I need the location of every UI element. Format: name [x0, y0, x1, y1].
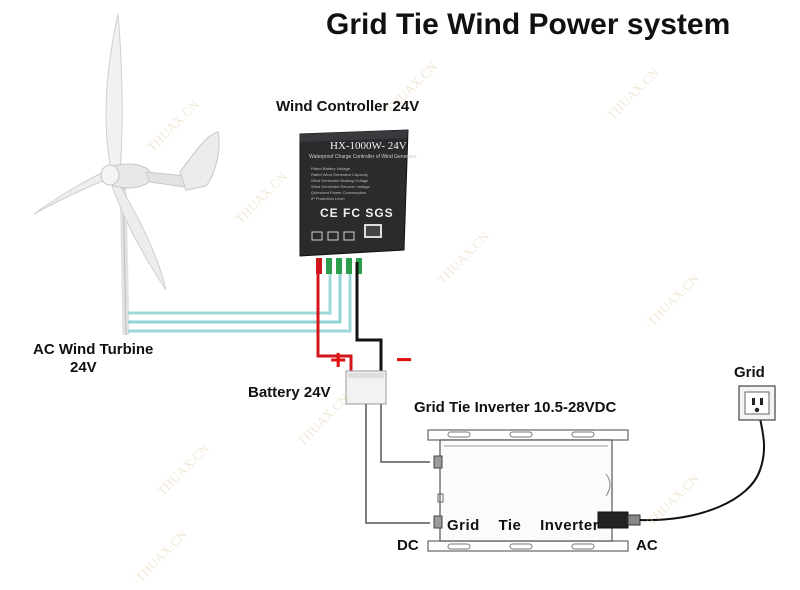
- inverter-panel-text: Grid Tie Inverter: [447, 517, 600, 534]
- ac-label: AC: [636, 537, 658, 554]
- grid-socket-icon: [738, 385, 776, 421]
- inverter-label: Grid Tie Inverter 10.5-28VDC: [414, 399, 617, 416]
- negative-terminal-label: −: [396, 344, 413, 375]
- positive-terminal-label: +: [330, 344, 347, 375]
- battery-label: Battery 24V: [248, 384, 331, 401]
- controller-spec: IP Protection Level: [311, 196, 345, 201]
- grid-tie-inverter-box: [427, 429, 641, 552]
- controller-spec: Quiescent Power Consumption: [311, 190, 367, 195]
- controller-spec: Rated Wind Generator Capacity: [311, 172, 368, 177]
- controller-subtitle: Waterproof Charge Controller of Wind Gen…: [309, 154, 417, 160]
- controller-spec: Wind Generator Recover Voltage: [311, 184, 370, 189]
- wind-controller-box: [299, 129, 409, 274]
- turbine-label: AC Wind Turbine: [33, 341, 154, 358]
- dc-wires: [365, 404, 430, 524]
- page-title: Grid Tie Wind Power system: [326, 8, 731, 41]
- dc-label: DC: [397, 537, 419, 554]
- wind-turbine-icon: [33, 13, 220, 336]
- controller-label: Wind Controller 24V: [276, 98, 420, 115]
- battery-wires: [316, 262, 383, 372]
- controller-model: HX-1000W- 24V: [330, 140, 407, 152]
- controller-spec: Wind Generator Braking Voltage: [311, 178, 369, 183]
- controller-spec: Rated Battery Voltage: [311, 166, 350, 171]
- ac-wires: [128, 262, 352, 333]
- ac-grid-cable: [639, 417, 766, 522]
- turbine-voltage-label: 24V: [70, 359, 97, 376]
- battery-icon: [345, 370, 387, 405]
- controller-certifications: CE FC SGS: [320, 206, 394, 220]
- grid-label: Grid: [734, 364, 765, 381]
